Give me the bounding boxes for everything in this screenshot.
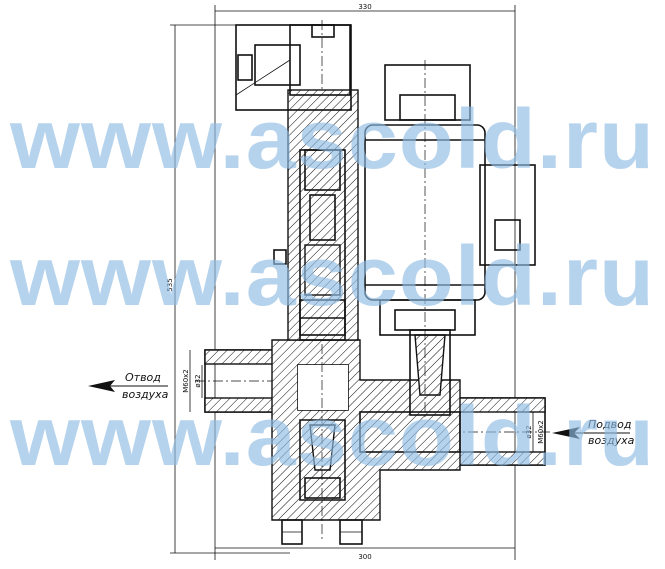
dimension-lines xyxy=(170,5,546,560)
watermark-row-1: www.ascold.ru xyxy=(9,92,655,186)
dim-base-width: 300 xyxy=(358,553,371,561)
outlet-label-line2: воздуха xyxy=(122,388,169,401)
bottom-nuts xyxy=(281,519,363,545)
dim-inlet-bore: ø32 xyxy=(525,425,533,438)
dim-overall-width: 330 xyxy=(358,3,371,11)
watermark-row-2: www.ascold.ru xyxy=(9,229,655,323)
actuator-column xyxy=(273,89,359,341)
outlet-label-line1: Отвод xyxy=(125,371,161,384)
watermark-row-3: www.ascold.ru xyxy=(9,389,655,483)
dim-inlet-thread: M60x2 xyxy=(537,420,545,444)
dim-outlet-bore: ø32 xyxy=(194,374,202,387)
outlet-arrow xyxy=(88,380,168,392)
dim-outlet-thread: M60x2 xyxy=(182,369,190,393)
inlet-arrow xyxy=(552,427,630,439)
dim-overall-height: 535 xyxy=(166,278,174,291)
solenoid-coil xyxy=(235,24,352,111)
inlet-label-line2: воздуха xyxy=(588,434,635,447)
inlet-label-line1: Подвод xyxy=(588,418,631,431)
motor-actuator xyxy=(364,60,536,420)
valve-body xyxy=(271,20,461,540)
